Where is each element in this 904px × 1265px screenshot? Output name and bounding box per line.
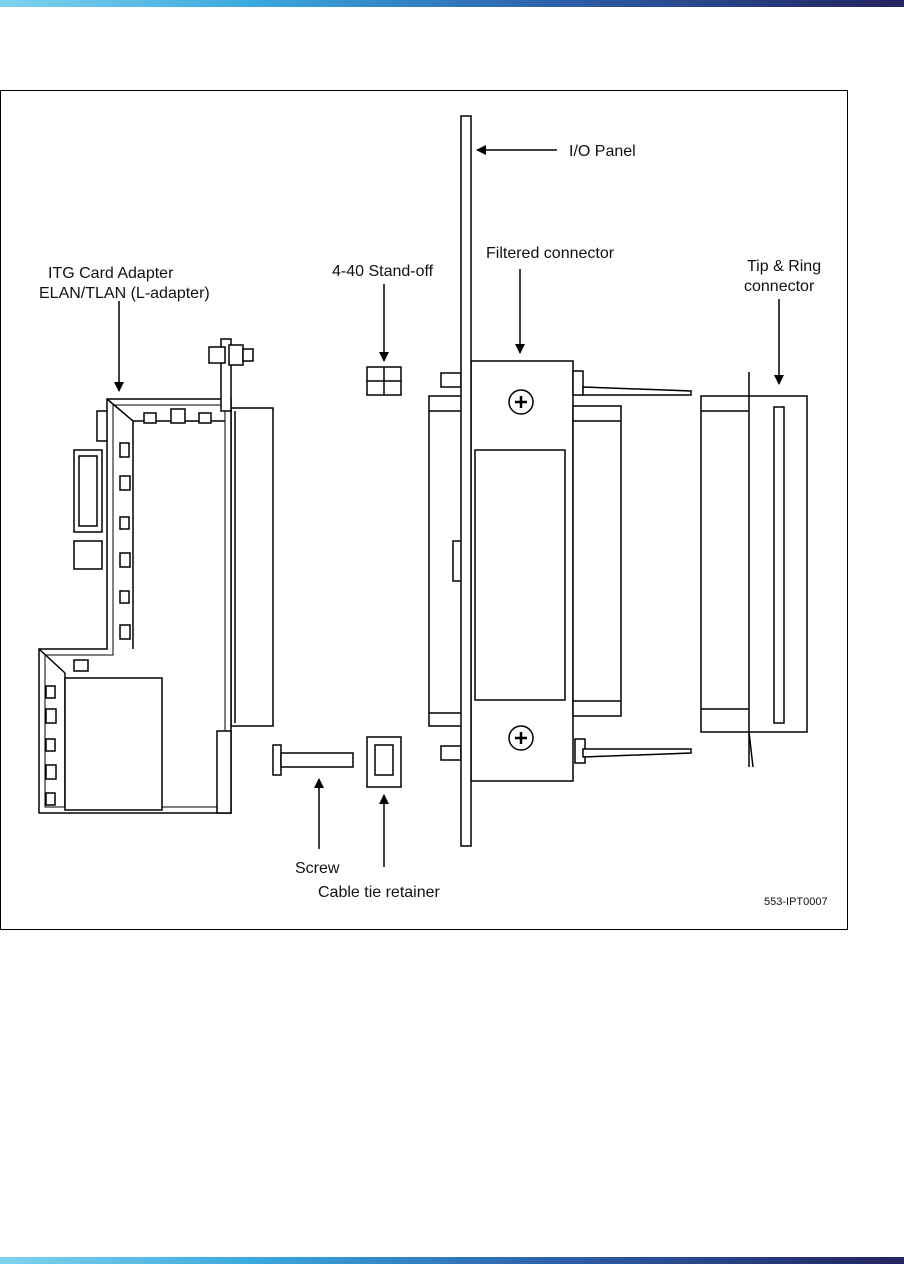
io-panel-label: I/O Panel <box>569 143 636 160</box>
screw-label: Screw <box>295 860 340 877</box>
tip-ring-label-line1: Tip & Ring <box>747 258 821 275</box>
filtered-connector-label: Filtered connector <box>486 245 615 262</box>
cable-tie-retainer-part <box>366 736 402 788</box>
standoff-part <box>366 366 402 396</box>
tip-ring-label-line2: connector <box>744 278 815 295</box>
itg-card-adapter <box>38 338 274 814</box>
figure-frame: I/O Panel Filtered connector 4-40 Stand-… <box>0 90 848 930</box>
cable-tie-label: Cable tie retainer <box>318 884 441 901</box>
io-panel <box>460 115 472 847</box>
adapter-hardware <box>208 344 254 366</box>
screw-part <box>272 744 354 776</box>
itg-adapter-label-line1: ITG Card Adapter <box>48 265 174 282</box>
connector-assembly-diagram: I/O Panel Filtered connector 4-40 Stand-… <box>38 115 828 908</box>
tip-ring-connector <box>700 372 808 768</box>
bottom-color-band <box>0 1257 904 1264</box>
itg-adapter-label-line2: ELAN/TLAN (L-adapter) <box>39 285 210 302</box>
top-color-band <box>0 0 904 7</box>
standoff-label: 4-40 Stand-off <box>332 263 434 280</box>
figure-id: 553-IPT0007 <box>764 896 828 908</box>
